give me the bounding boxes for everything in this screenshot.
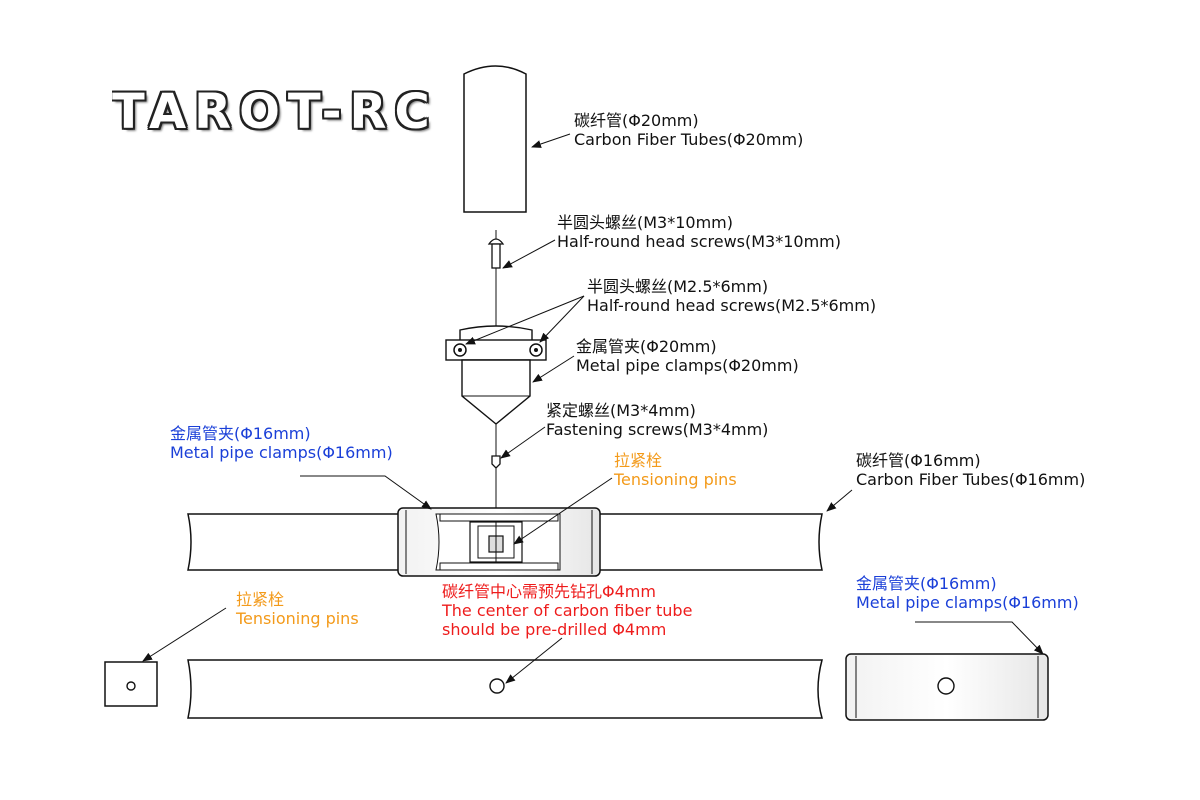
half-round-screw-m3x10	[487, 238, 505, 269]
label-zh: 金属管夹(Φ20mm)	[576, 337, 717, 356]
label-fastening-screw: 紧定螺丝(M3*4mm) Fastening screws(M3*4mm)	[546, 401, 768, 439]
label-screw-m3x10: 半圆头螺丝(M3*10mm) Half-round head screws(M3…	[557, 213, 841, 251]
label-en: Fastening screws(M3*4mm)	[546, 420, 769, 439]
label-en-line2: should be pre-drilled Φ4mm	[442, 620, 667, 639]
label-zh: 拉紧栓	[614, 451, 663, 470]
label-en: Metal pipe clamps(Φ20mm)	[576, 356, 799, 375]
label-en: Half-round head screws(M3*10mm)	[557, 232, 842, 251]
metal-pipe-clamp-16mm-part	[845, 653, 1049, 721]
label-carbon-tube-20mm: 碳纤管(Φ20mm) Carbon Fiber Tubes(Φ20mm)	[574, 111, 803, 149]
label-en: Metal pipe clamps(Φ16mm)	[170, 443, 393, 462]
label-zh: 碳纤管(Φ16mm)	[856, 451, 981, 470]
label-en: Tensioning pins	[614, 470, 737, 489]
label-zh: 金属管夹(Φ16mm)	[170, 424, 311, 443]
label-en: Carbon Fiber Tubes(Φ16mm)	[856, 470, 1086, 489]
label-carbon-tube-16mm: 碳纤管(Φ16mm) Carbon Fiber Tubes(Φ16mm)	[856, 451, 1085, 489]
carbon-tube-16mm-drilled	[187, 659, 823, 719]
label-clamp-20mm: 金属管夹(Φ20mm) Metal pipe clamps(Φ20mm)	[576, 337, 799, 375]
label-en: Half-round head screws(M2.5*6mm)	[587, 296, 877, 315]
metal-pipe-clamp-20mm	[445, 325, 547, 425]
label-zh: 半圆头螺丝(M3*10mm)	[557, 213, 734, 232]
label-en: Carbon Fiber Tubes(Φ20mm)	[574, 130, 804, 149]
label-zh: 半圆头螺丝(M2.5*6mm)	[587, 277, 769, 296]
label-drill-note: 碳纤管中心需预先钻孔Φ4mm The center of carbon fibe…	[442, 582, 692, 639]
label-tensioning-pins-top: 拉紧栓 Tensioning pins	[614, 451, 737, 489]
tensioning-pin-block	[104, 661, 158, 707]
label-tensioning-pins-bottom: 拉紧栓 Tensioning pins	[236, 590, 359, 628]
label-zh: 碳纤管(Φ20mm)	[574, 111, 699, 130]
label-en-line1: The center of carbon fiber tube	[442, 601, 693, 620]
fastening-screw-m3x4	[491, 455, 501, 469]
label-en: Tensioning pins	[236, 609, 359, 628]
logo-text: TAROT-RC	[112, 84, 438, 140]
label-clamp-16mm-left: 金属管夹(Φ16mm) Metal pipe clamps(Φ16mm)	[170, 424, 393, 462]
label-zh: 紧定螺丝(M3*4mm)	[546, 401, 696, 420]
label-zh: 金属管夹(Φ16mm)	[856, 574, 997, 593]
label-screw-m25x6: 半圆头螺丝(M2.5*6mm) Half-round head screws(M…	[587, 277, 876, 315]
label-clamp-16mm-right: 金属管夹(Φ16mm) Metal pipe clamps(Φ16mm)	[856, 574, 1079, 612]
tarot-rc-logo: TAROT-RC	[112, 84, 467, 140]
leader-lines	[142, 133, 1044, 684]
carbon-tube-20mm	[463, 65, 527, 213]
metal-pipe-clamp-16mm-assembled	[397, 507, 601, 577]
label-zh: 拉紧栓	[236, 590, 285, 609]
label-en: Metal pipe clamps(Φ16mm)	[856, 593, 1079, 612]
carbon-tube-16mm-main	[187, 513, 823, 571]
label-zh: 碳纤管中心需预先钻孔Φ4mm	[442, 582, 656, 601]
